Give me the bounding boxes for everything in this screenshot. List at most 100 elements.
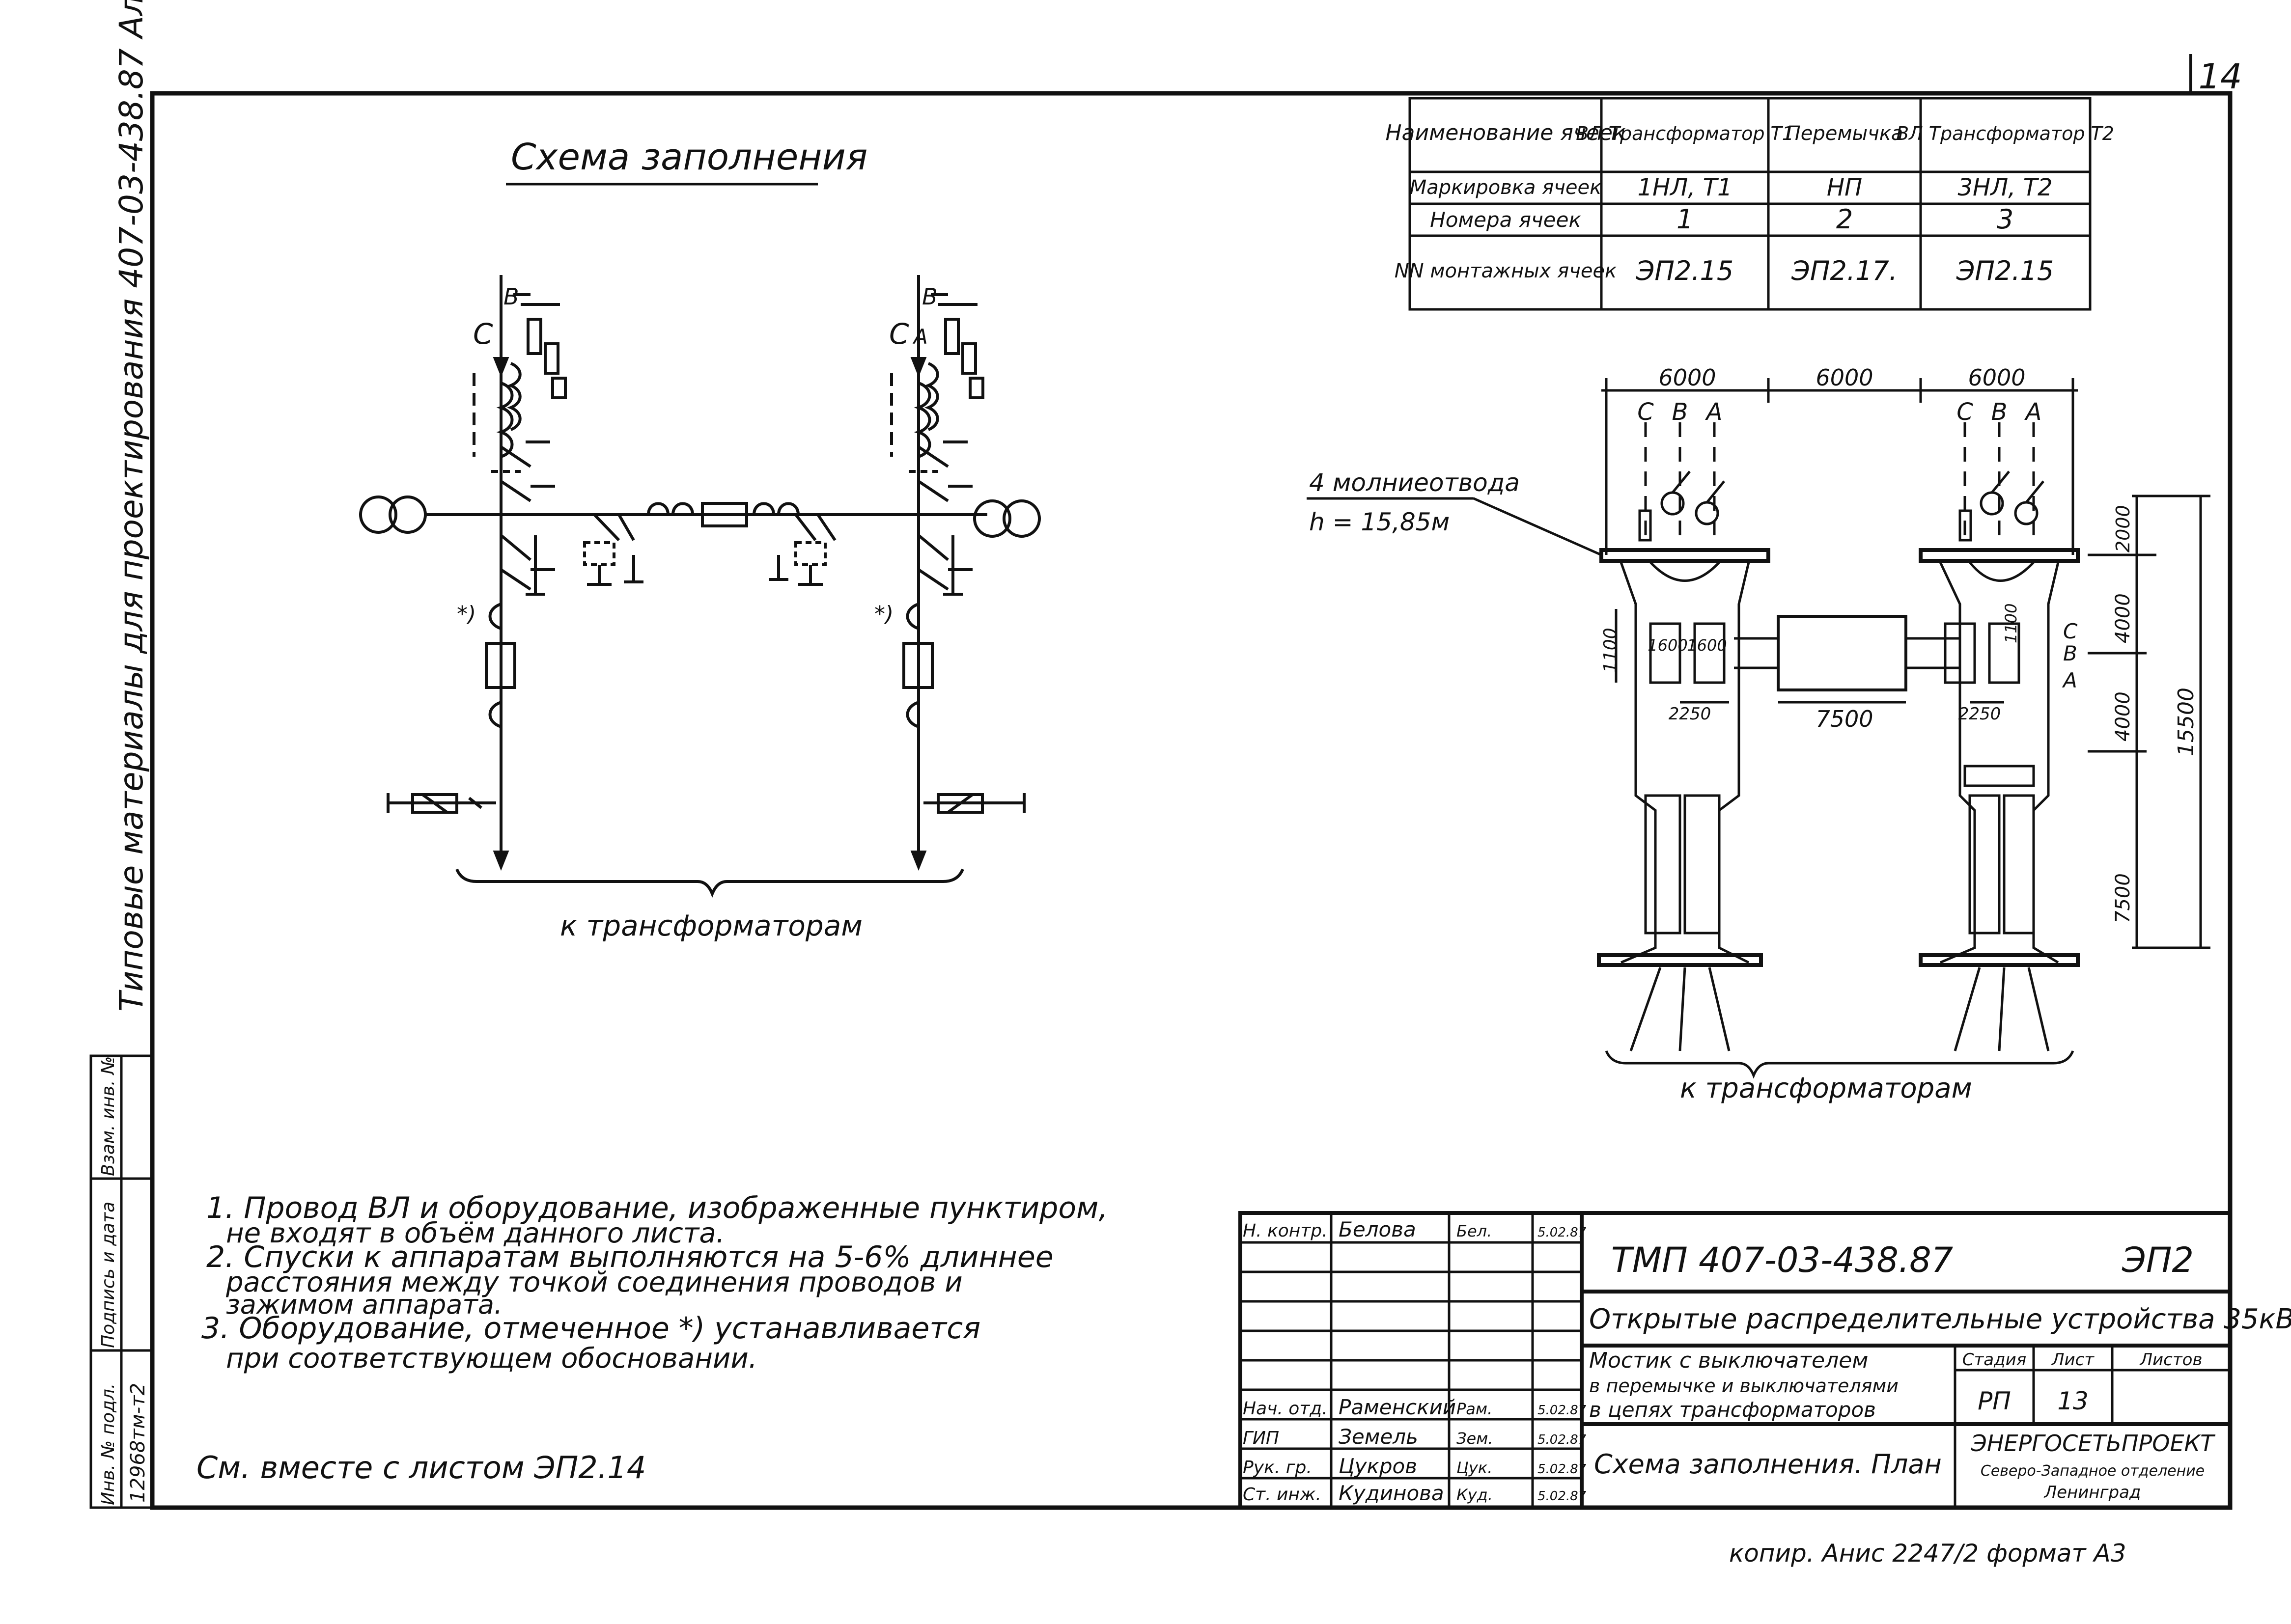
cells-table xyxy=(1408,97,2092,311)
table-row-0-c2: Перемычка xyxy=(1786,122,1903,145)
signer-sign-3: Зем. xyxy=(1456,1429,1493,1448)
signer-name-5: Кудинова xyxy=(1339,1481,1444,1505)
signer-role-1: Н. контр. xyxy=(1243,1221,1328,1241)
plan-dim-1600a: 1600 xyxy=(1648,636,1687,655)
plan-dim-top-3: 6000 xyxy=(1968,364,2025,391)
table-row-1-label: Маркировка ячеек xyxy=(1410,176,1601,199)
signer-name-2: Раменский xyxy=(1339,1395,1456,1419)
plan-dim-right-7500: 7500 xyxy=(2112,873,2134,923)
title-line-1: Открытые распределительные устройства 35… xyxy=(1589,1303,2291,1335)
plan-phase-right-b: В xyxy=(2063,641,2077,665)
signer-name-1: Белова xyxy=(1339,1217,1416,1241)
plan-phase-c-right: C xyxy=(1956,398,1973,426)
note-line-3: 2. Спуски к аппаратам выполняются на 5-6… xyxy=(206,1240,1054,1274)
side-stamp: Типовые материалы для проектирования 407… xyxy=(112,0,150,1012)
stage-value: РП xyxy=(1978,1387,2011,1415)
org-line-1: ЭНЕРГОСЕТЬПРОЕКТ xyxy=(1971,1430,2216,1457)
title-block xyxy=(1238,1211,2232,1510)
plan-dim-right-4000a: 4000 xyxy=(2112,593,2134,643)
plan-dim-right-2000: 2000 xyxy=(2112,505,2134,552)
plan-phase-b-right: B xyxy=(1991,398,2008,426)
plan-phase-a-right: A xyxy=(2024,398,2042,426)
plan-drawing xyxy=(1307,378,2210,1079)
signer-role-4: Рук. гр. xyxy=(1243,1458,1312,1478)
plan-phase-right-c: С xyxy=(2063,619,2078,643)
table-row-3-c1: ЭП2.15 xyxy=(1636,255,1734,286)
scheme-footer-label: к трансформаторам xyxy=(560,909,863,942)
signer-date-3: 5.02.87 xyxy=(1537,1432,1587,1447)
note-line-1: 1. Провод ВЛ и оборудование, изображенны… xyxy=(206,1191,1108,1225)
scheme-phase-c-right: С xyxy=(889,317,909,351)
table-row-3-c3: ЭП2.15 xyxy=(1956,255,2054,286)
see-also: См. вместе с листом ЭП2.14 xyxy=(196,1450,646,1486)
side-stamp-text: Типовые материалы для проектирования 407… xyxy=(112,0,150,1012)
copy-line: копир. Анис 2247/2 формат А3 xyxy=(1729,1539,2126,1568)
plan-dim-1100-right: 1100 xyxy=(2002,604,2020,643)
plan-dim-top-2: 6000 xyxy=(1816,364,1873,391)
sheets-header: Листов xyxy=(2139,1350,2202,1370)
title-2-line-3: в цепях трансформаторов xyxy=(1589,1398,1876,1422)
sheet-header: Лист xyxy=(2051,1350,2095,1370)
plan-lightning-height: h = 15,85м xyxy=(1309,508,1450,536)
table-row-0-c3: ВЛ Трансформатор Т2 xyxy=(1896,123,2114,144)
cells-table-text: Наименование ячеек ВЛ Трансформатор Т1 П… xyxy=(1385,120,2114,286)
scheme-title: Схема заполнения xyxy=(511,136,867,178)
scheme-phase-b-right: В xyxy=(922,283,938,310)
sheet-value: 13 xyxy=(2057,1387,2089,1415)
signer-sign-5: Куд. xyxy=(1456,1486,1493,1504)
signer-date-5: 5.02.87 xyxy=(1537,1489,1587,1504)
note-line-5: зажимом аппарата. xyxy=(226,1289,503,1320)
title-2-line-1: Мостик с выключателем xyxy=(1589,1348,1869,1373)
plan-phase-right-a: А xyxy=(2062,668,2077,692)
plan-dim-1100-left: 1100 xyxy=(1600,628,1620,673)
table-row-2-c2: 2 xyxy=(1836,204,1853,235)
title-sheet-code: ЭП2 xyxy=(2122,1240,2194,1280)
note-line-2: не входят в объём данного листа. xyxy=(226,1217,725,1249)
scheme-phase-b-left: В xyxy=(503,283,519,310)
table-row-2-label: Номера ячеек xyxy=(1430,208,1581,232)
table-row-1-c1: 1НЛ, Т1 xyxy=(1637,174,1732,201)
plan-phase-a-left: A xyxy=(1705,398,1723,426)
stamp-label-replace: Взам. инв. № xyxy=(98,1056,118,1176)
plan-phase-c-left: C xyxy=(1637,398,1654,426)
scheme-phase-c-left: С xyxy=(473,317,493,351)
single-line-scheme xyxy=(359,275,1041,898)
plan-dim-1600b: 1600 xyxy=(1687,636,1727,655)
note-line-4: расстояния между точкой соединения прово… xyxy=(225,1266,963,1298)
signer-sign-4: Цук. xyxy=(1456,1459,1492,1477)
plan-dim-2250-left: 2250 xyxy=(1669,704,1711,724)
plan-dim-2250-right: 2250 xyxy=(1958,704,2001,724)
signer-role-3: ГИП xyxy=(1243,1428,1279,1448)
note-line-7: при соответствующем обосновании. xyxy=(226,1343,757,1375)
org-line-2: Северо-Западное отделение xyxy=(1981,1462,2205,1480)
plan-labels: 6000 6000 6000 C B A C B A 4 молниеотвод… xyxy=(1309,364,2199,1104)
signer-name-4: Цукров xyxy=(1339,1454,1417,1478)
title-2-line-2: в перемычке и выключателями xyxy=(1589,1375,1899,1397)
scheme-phase-a-right: А xyxy=(912,325,928,349)
frame: 14 xyxy=(150,54,2242,1510)
left-stamp: Взам. инв. № Подпись и дата Инв. № подл.… xyxy=(89,1054,154,1509)
plan-dim-top-1: 6000 xyxy=(1658,364,1716,391)
stamp-inv-number: 12968тм-т2 xyxy=(127,1383,149,1503)
plan-phase-b-left: B xyxy=(1672,398,1688,426)
table-row-0-c1: ВЛ Трансформатор Т1 xyxy=(1576,123,1794,144)
table-row-2-c3: 3 xyxy=(1997,204,2013,235)
signer-role-2: Нач. отд. xyxy=(1243,1399,1328,1419)
signer-name-3: Земель xyxy=(1339,1425,1418,1449)
org-line-3: Ленинград xyxy=(2043,1483,2141,1502)
table-row-0-label: Наименование ячеек xyxy=(1385,120,1626,145)
stage-header: Стадия xyxy=(1962,1350,2026,1370)
table-row-3-label: NN монтажных ячеек xyxy=(1395,260,1617,282)
title-line-3: Схема заполнения. План xyxy=(1594,1449,1942,1480)
signer-sign-1: Бел. xyxy=(1456,1222,1492,1240)
stamp-label-inv: Инв. № подл. xyxy=(98,1383,118,1505)
note-line-6: 3. Оборудование, отмеченное *) устанавли… xyxy=(201,1311,980,1346)
notes: 1. Провод ВЛ и оборудование, изображенны… xyxy=(201,1191,1108,1375)
table-row-2-c1: 1 xyxy=(1676,204,1693,235)
signer-date-2: 5.02.87 xyxy=(1537,1403,1587,1418)
signer-date-1: 5.02.87 xyxy=(1537,1225,1587,1240)
title-block-text: Н. контр. Белова Бел. 5.02.87 Нач. отд. … xyxy=(1243,1217,2291,1505)
table-row-1-c3: 3НЛ, Т2 xyxy=(1957,174,2052,201)
plan-lightning-label: 4 молниеотвода xyxy=(1309,468,1520,497)
